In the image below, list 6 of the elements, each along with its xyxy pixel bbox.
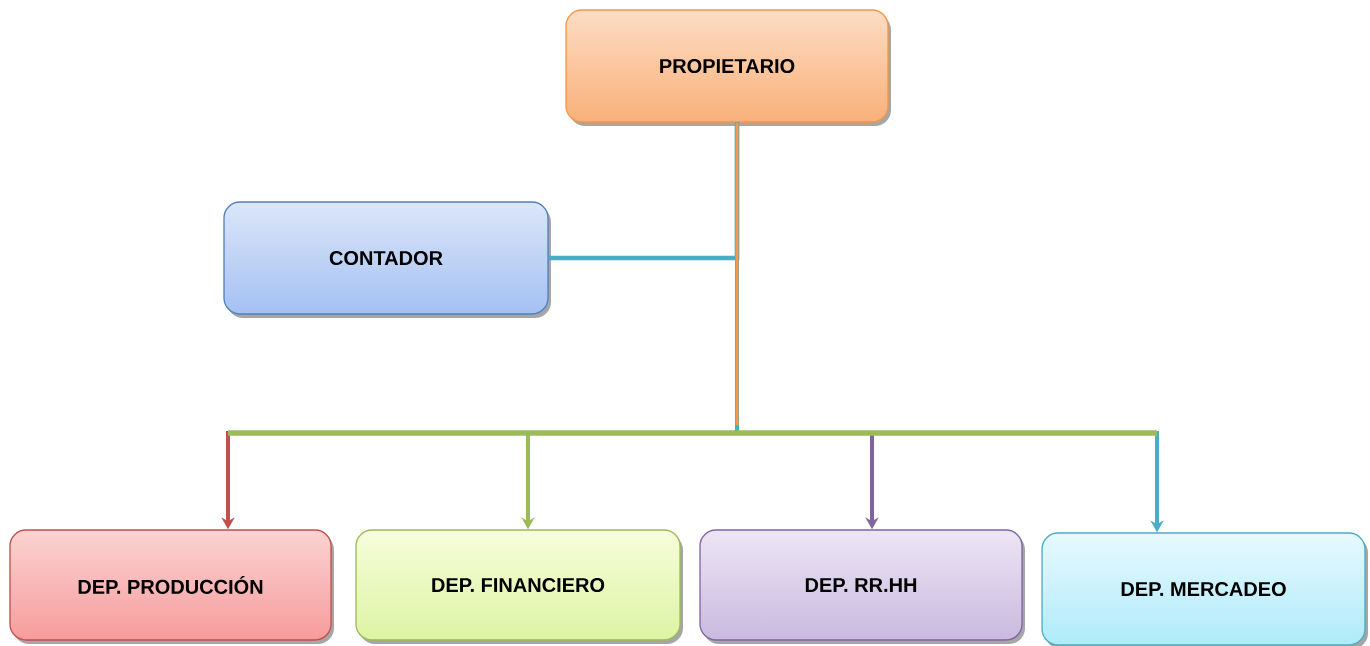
org-box: DEP. RR.HH bbox=[699, 529, 1025, 644]
org-box: DEP. FINANCIERO bbox=[355, 529, 683, 644]
org-box: CONTADOR bbox=[223, 201, 551, 318]
org-box: DEP. PRODUCCIÓN bbox=[9, 529, 334, 644]
org-box: PROPIETARIO bbox=[565, 9, 891, 126]
org-box: DEP. MERCADEO bbox=[1041, 532, 1368, 646]
